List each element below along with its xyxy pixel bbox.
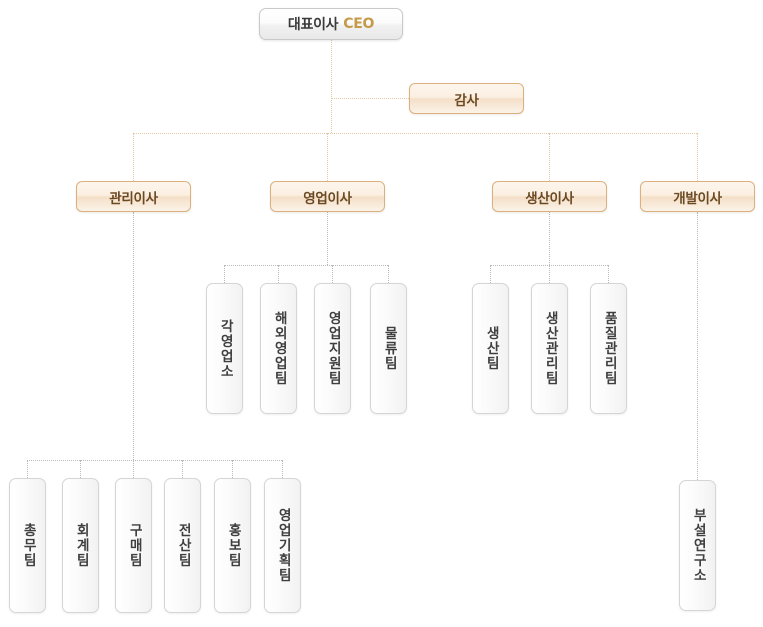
node-team-sales-support[interactable]: 영업지원팀: [314, 283, 351, 414]
node-ceo-label-ko: 대표이사: [287, 17, 339, 33]
connector-management-drop-6: [282, 460, 283, 478]
node-director-production-label: 생산이사: [525, 190, 574, 207]
node-team-sales-planning-label: 영업기획팀: [275, 508, 292, 583]
connector-ceo-stem: [331, 40, 332, 133]
node-team-sales-support-label: 영업지원팀: [325, 311, 342, 386]
node-team-production-management-label: 생산관리팀: [542, 311, 559, 386]
node-team-quality-management-label: 품질관리팀: [601, 311, 618, 386]
node-auditor[interactable]: 감사: [409, 83, 524, 114]
node-team-quality-management[interactable]: 품질관리팀: [590, 283, 627, 414]
connector-management-drop-3: [133, 460, 134, 478]
node-team-accounting-label: 회계팀: [73, 523, 90, 568]
connector-management-drop-4: [182, 460, 183, 478]
connector-management-stem: [133, 212, 134, 460]
node-director-sales-label: 영업이사: [303, 190, 352, 207]
connector-sales-drop-4: [388, 265, 389, 283]
node-ceo-label-en: CEO: [343, 16, 375, 32]
connector-director-drop-4: [697, 133, 698, 181]
node-team-overseas-sales[interactable]: 해외영업팀: [260, 283, 297, 414]
connector-management-drop-2: [80, 460, 81, 478]
connector-production-drop-1: [490, 265, 491, 283]
node-team-public-relations-label: 홍보팀: [225, 523, 242, 568]
node-team-it[interactable]: 전산팀: [164, 478, 201, 613]
connector-production-drop-3: [608, 265, 609, 283]
node-team-purchasing-label: 구매팀: [126, 523, 143, 568]
node-team-research-institute[interactable]: 부설연구소: [679, 480, 716, 611]
node-team-logistics-label: 물류팀: [381, 326, 398, 371]
node-team-logistics[interactable]: 물류팀: [370, 283, 407, 414]
node-team-production-label: 생산팀: [483, 326, 500, 371]
node-team-research-institute-label: 부설연구소: [690, 508, 707, 583]
node-director-management-label: 관리이사: [109, 190, 158, 207]
connector-sales-drop-2: [278, 265, 279, 283]
node-team-production-management[interactable]: 생산관리팀: [531, 283, 568, 414]
node-auditor-label: 감사: [454, 92, 479, 109]
connector-director-bus: [133, 133, 697, 134]
connector-sales-stem: [327, 212, 328, 265]
connector-production-drop-2: [549, 265, 550, 283]
node-team-production[interactable]: 생산팀: [472, 283, 509, 414]
connector-management-drop-5: [232, 460, 233, 478]
connector-sales-drop-3: [332, 265, 333, 283]
connector-sales-bus: [224, 265, 388, 266]
node-team-accounting[interactable]: 회계팀: [62, 478, 99, 613]
node-team-purchasing[interactable]: 구매팀: [115, 478, 152, 613]
node-director-development-label: 개발이사: [673, 190, 722, 207]
connector-development-stem: [697, 212, 698, 480]
connector-ceo-to-auditor: [331, 98, 409, 99]
connector-director-drop-1: [133, 133, 134, 181]
node-team-sales-offices[interactable]: 각영업소: [206, 283, 243, 414]
connector-management-bus: [27, 460, 282, 461]
node-director-management[interactable]: 관리이사: [76, 181, 191, 212]
node-director-development[interactable]: 개발이사: [640, 181, 755, 212]
node-team-sales-offices-label: 각영업소: [217, 318, 234, 379]
connector-director-drop-2: [327, 133, 328, 181]
connector-sales-drop-1: [224, 265, 225, 283]
node-team-general-affairs-label: 총무팀: [20, 523, 37, 568]
connector-production-stem: [549, 212, 550, 265]
node-director-production[interactable]: 생산이사: [492, 181, 607, 212]
connector-director-drop-3: [549, 133, 550, 181]
node-team-public-relations[interactable]: 홍보팀: [214, 478, 251, 613]
node-team-overseas-sales-label: 해외영업팀: [271, 311, 288, 386]
node-team-sales-planning[interactable]: 영업기획팀: [264, 478, 301, 613]
node-team-it-label: 전산팀: [175, 523, 192, 568]
connector-management-drop-1: [27, 460, 28, 478]
node-team-general-affairs[interactable]: 총무팀: [9, 478, 46, 613]
node-director-sales[interactable]: 영업이사: [270, 181, 385, 212]
